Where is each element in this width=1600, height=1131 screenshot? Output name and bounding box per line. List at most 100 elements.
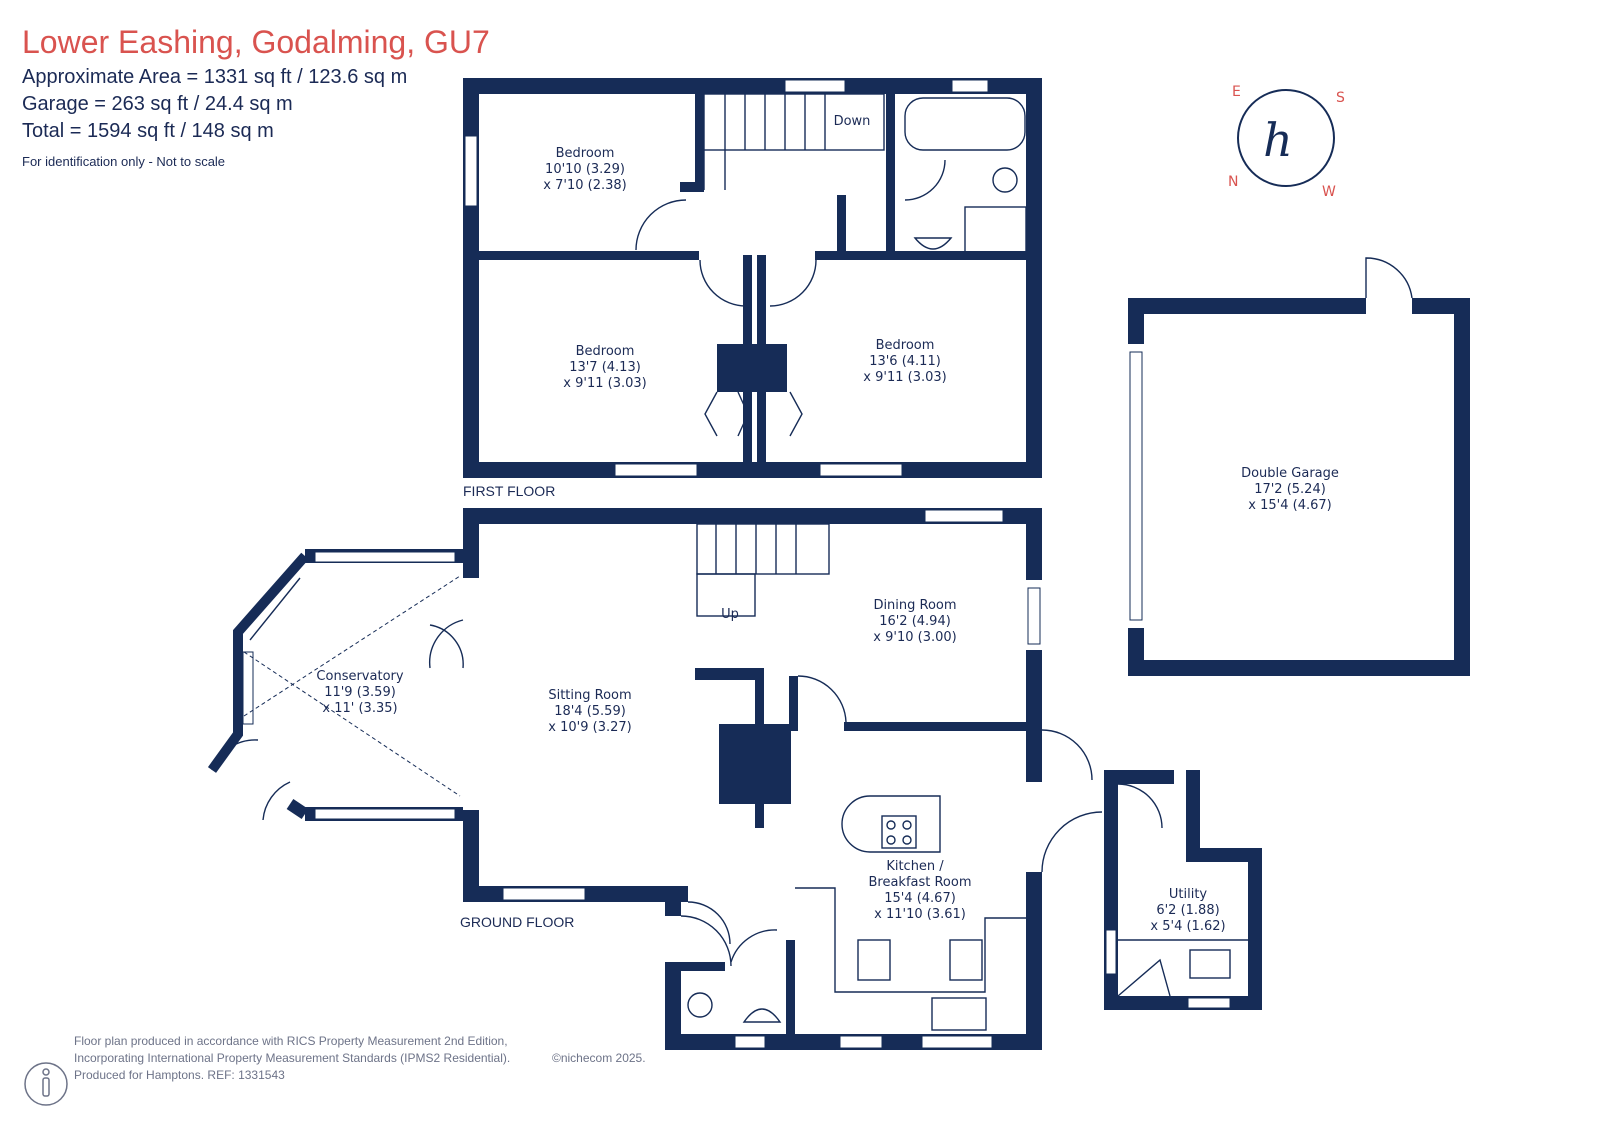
ff-window-bottom-1 xyxy=(614,463,698,477)
gf-wall-kitchen-left xyxy=(789,676,798,731)
gf-wall-left-top xyxy=(463,508,479,578)
svg-text:13'6 (4.11): 13'6 (4.11) xyxy=(869,354,941,369)
gf-wall-dining-right-bottom xyxy=(1026,650,1042,782)
ff-wall-cupboard xyxy=(837,195,846,260)
ff-wall-bed1-notch xyxy=(680,182,704,192)
garage-side-door xyxy=(1365,257,1413,299)
svg-text:x 5'4 (1.62): x 5'4 (1.62) xyxy=(1150,919,1225,934)
svg-text:11'9 (3.59): 11'9 (3.59) xyxy=(324,685,396,700)
ff-wall-mid-right xyxy=(815,251,1042,260)
svg-text:Bedroom: Bedroom xyxy=(876,338,935,353)
ff-stairs-label: Down xyxy=(834,114,871,129)
conservatory xyxy=(207,549,464,821)
basin-icon xyxy=(913,237,953,250)
ff-door-arc-4 xyxy=(904,159,946,201)
kitchen-window-box-1 xyxy=(857,939,891,981)
gf-wall-hall xyxy=(665,902,681,916)
toilet-icon xyxy=(992,167,1018,193)
bedroom-2: Bedroom 13'7 (4.13) x 9'11 (3.03) xyxy=(563,344,646,391)
gf-door-arc-kitchen xyxy=(1041,811,1103,873)
svg-text:Utility: Utility xyxy=(1169,887,1208,902)
garage-dim2: x 15'4 (4.67) xyxy=(1248,498,1331,513)
utility xyxy=(1104,770,1262,1010)
ff-stairs xyxy=(703,93,885,190)
svg-text:Sitting Room: Sitting Room xyxy=(548,688,631,703)
conservatory-label: Conservatory 11'9 (3.59) x 11' (3.35) xyxy=(316,669,403,716)
gf-wall-wc-left xyxy=(665,962,681,1050)
garage-area: Garage = 263 sq ft / 24.4 sq m xyxy=(22,93,293,115)
ff-wardrobe-left xyxy=(704,391,749,437)
garage-wall-left-bottom xyxy=(1128,628,1144,676)
ff-wall-bottom xyxy=(463,462,1042,478)
ff-window-bottom-2 xyxy=(819,463,903,477)
sink-icon xyxy=(931,997,987,1031)
ff-window-top-1 xyxy=(784,79,846,93)
garage-wall-top xyxy=(1128,298,1366,314)
svg-text:16'2 (4.94): 16'2 (4.94) xyxy=(879,614,951,629)
shower-icon xyxy=(964,206,1027,253)
svg-text:10'10 (3.29): 10'10 (3.29) xyxy=(545,162,625,177)
gf-wall-dining-right-top xyxy=(1026,508,1042,580)
ff-window-left xyxy=(464,135,478,207)
gf-door-arc-hall xyxy=(687,901,731,945)
kitchen-window-box-2 xyxy=(949,939,983,981)
garage-dim1: 17'2 (5.24) xyxy=(1254,482,1326,497)
ff-wall-top xyxy=(463,78,1042,94)
svg-text:x 11'10 (3.61): x 11'10 (3.61) xyxy=(874,907,966,922)
garage-wall-left-top xyxy=(1128,298,1144,344)
gf-window-kitchen-1 xyxy=(839,1035,883,1049)
ff-chimney xyxy=(717,344,787,392)
kitchen-label: Kitchen / Breakfast Room 15'4 (4.67) x 1… xyxy=(868,859,971,922)
utility-label: Utility 6'2 (1.88) x 5'4 (1.62) xyxy=(1150,887,1225,934)
kitchen-island xyxy=(841,795,941,853)
copyright: ©nichecom 2025. xyxy=(552,1051,646,1065)
gf-door-arc-back xyxy=(1041,729,1093,781)
first-floor-label: FIRST FLOOR xyxy=(463,483,555,499)
kitchen-units xyxy=(795,887,1026,993)
gf-door-arc-wc xyxy=(680,915,732,967)
gf-wall-dining-kitchen xyxy=(844,722,1042,731)
compass-logo: h S E N W xyxy=(1228,84,1345,200)
compass-circle xyxy=(1237,89,1335,187)
gf-wall-chimney-side xyxy=(755,668,764,828)
gf-wall-top xyxy=(463,508,1042,524)
compass-s: S xyxy=(1336,90,1345,106)
svg-text:6'2 (1.88): 6'2 (1.88) xyxy=(1156,903,1219,918)
ground-floor-label: GROUND FLOOR xyxy=(460,914,574,930)
hob-icon xyxy=(881,815,917,849)
total-area: Total = 1594 sq ft / 148 sq m xyxy=(22,120,274,142)
gf-wall-wc-top xyxy=(665,962,725,971)
svg-text:x 11' (3.35): x 11' (3.35) xyxy=(322,701,397,716)
gf-door-arc-dining xyxy=(797,675,847,723)
scale-note: For identification only - Not to scale xyxy=(22,154,226,169)
bedroom-1: Bedroom 10'10 (3.29) x 7'10 (2.38) xyxy=(543,146,626,193)
ff-wall-bed1-right xyxy=(695,94,704,190)
gf-window-dining xyxy=(1027,587,1041,645)
wc-basin-icon xyxy=(742,1008,782,1023)
svg-text:15'4 (4.67): 15'4 (4.67) xyxy=(884,891,956,906)
garage-wall-right xyxy=(1454,298,1470,676)
svg-text:Conservatory: Conservatory xyxy=(316,669,403,684)
ff-wardrobe-right xyxy=(789,391,803,437)
gf-stairs xyxy=(696,523,830,617)
svg-text:x 10'9 (3.27): x 10'9 (3.27) xyxy=(548,720,631,735)
first-floor: Down xyxy=(463,78,1042,478)
approx-area: Approximate Area = 1331 sq ft / 123.6 sq… xyxy=(22,66,408,88)
svg-text:x 9'11 (3.03): x 9'11 (3.03) xyxy=(563,376,646,391)
gf-wall-wc-right xyxy=(786,940,795,1050)
logo-letter: h xyxy=(1263,113,1293,167)
wc-toilet-icon xyxy=(687,992,713,1018)
footer-line-2: Incorporating International Property Mea… xyxy=(74,1051,511,1065)
ff-wall-right xyxy=(1026,78,1042,478)
gf-chimney-top xyxy=(695,668,755,680)
gf-wall-left-bottom xyxy=(463,810,479,902)
ff-door-arc-1 xyxy=(635,199,687,251)
ff-wall-bath-left xyxy=(886,94,895,260)
footer-line-3: Produced for Hamptons. REF: 1331543 xyxy=(74,1068,285,1082)
compass-e: E xyxy=(1232,84,1241,100)
svg-text:13'7 (4.13): 13'7 (4.13) xyxy=(569,360,641,375)
footer-line-1: Floor plan produced in accordance with R… xyxy=(74,1034,508,1048)
ff-door-arc-3 xyxy=(769,259,817,307)
garage-wall-bottom xyxy=(1128,660,1470,676)
svg-text:18'4 (5.59): 18'4 (5.59) xyxy=(554,704,626,719)
